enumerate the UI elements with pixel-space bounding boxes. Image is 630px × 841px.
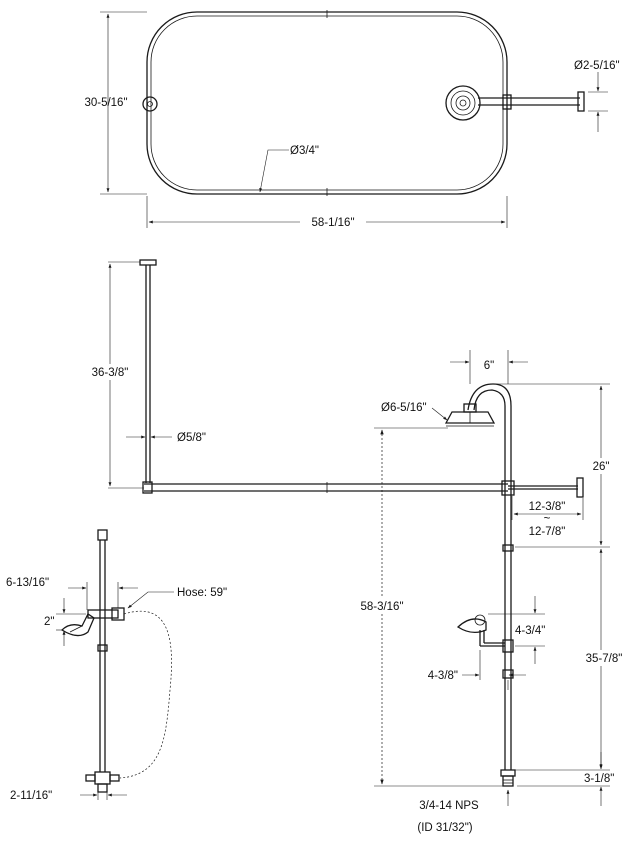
- dim-wall-offset-min: 12-3/8": [529, 501, 566, 513]
- wall-flange-front: [576, 477, 584, 498]
- riser-gooseneck: [473, 389, 506, 411]
- bracket-clamp-front: [501, 480, 515, 496]
- dim-flange-diameter: Ø2-5/16": [574, 60, 620, 72]
- label-bg-head-height: [354, 598, 410, 614]
- dim-hand-shower-offset: 4-3/8": [428, 670, 458, 682]
- side-valve: [85, 771, 120, 793]
- shower-head-front: [444, 403, 496, 427]
- rod-elbow-left: [142, 481, 153, 494]
- label-inlet-id: (ID 31/32"): [417, 822, 472, 834]
- wall-flange-top: [577, 91, 585, 112]
- side-view: 6-13/16" 2" Hose: 59" 2-11/16": [6, 529, 227, 802]
- label-bg-valve: [581, 650, 627, 666]
- shower-head-top: [445, 85, 481, 121]
- ceiling-support-left-center: [147, 101, 153, 107]
- dim-hand-shower-drop: 4-3/4": [515, 625, 545, 637]
- riser-gooseneck-outer: [467, 383, 512, 411]
- dim-shower-head-diameter: Ø6-5/16": [381, 402, 427, 414]
- label-bg-support: [84, 364, 136, 380]
- dim-support-rod-diameter: Ø5/8": [177, 432, 206, 444]
- dim-holder-height: 2": [44, 616, 54, 628]
- hose-dashed: [119, 610, 172, 779]
- tub-enclosure-inner-outline: [150, 15, 504, 191]
- dim-inlet-width: 2-11/16": [10, 790, 52, 802]
- label-hose-length: Hose: 59": [177, 587, 227, 599]
- tub-enclosure-outline: [146, 11, 508, 195]
- dim-tub-height: 30-5/16": [84, 97, 127, 109]
- ceiling-support-left: [142, 96, 158, 112]
- side-hand-shower: [60, 607, 125, 637]
- dim-support-height: 36-3/8": [92, 367, 129, 379]
- dim-rod-diameter: Ø3/4": [290, 145, 319, 157]
- bracket-clamp-top: [502, 94, 512, 110]
- label-bg-width: [300, 214, 366, 230]
- dim-wall-offset-max: 12-7/8": [529, 526, 566, 538]
- leader-hose: [127, 591, 174, 609]
- front-elevation: 36-3/8" Ø5/8" 6" Ø6-5/16" 26" 12-3/8" ~ …: [84, 259, 627, 834]
- dim-shower-head-height: 58-3/16": [360, 601, 403, 613]
- dim-head-offset: 6": [484, 360, 494, 372]
- dim-base-height: 3-1/8": [584, 773, 614, 785]
- base-valve: [500, 769, 516, 787]
- dim-bracket-offset: 6-13/16": [6, 577, 49, 589]
- leader-head-diameter: [431, 407, 448, 421]
- leader-rod-diameter: [259, 149, 289, 193]
- dim-tub-width: 58-1/16": [311, 217, 354, 229]
- label-bg-riser: [586, 458, 616, 474]
- top-view: 30-5/16" 58-1/16" Ø3/4" Ø2-5/16": [84, 10, 620, 230]
- dim-valve-height: 35-7/8": [586, 653, 623, 665]
- side-riser-coupling: [97, 644, 108, 652]
- hand-shower-assembly: [456, 614, 514, 679]
- riser-coupling: [502, 544, 514, 552]
- side-riser-top: [97, 529, 108, 541]
- label-inlet-thread: 3/4-14 NPS: [419, 800, 479, 812]
- ceiling-flange: [139, 259, 157, 266]
- dim-wall-offset-tilde: ~: [544, 513, 551, 525]
- dim-riser-top-height: 26": [593, 461, 610, 473]
